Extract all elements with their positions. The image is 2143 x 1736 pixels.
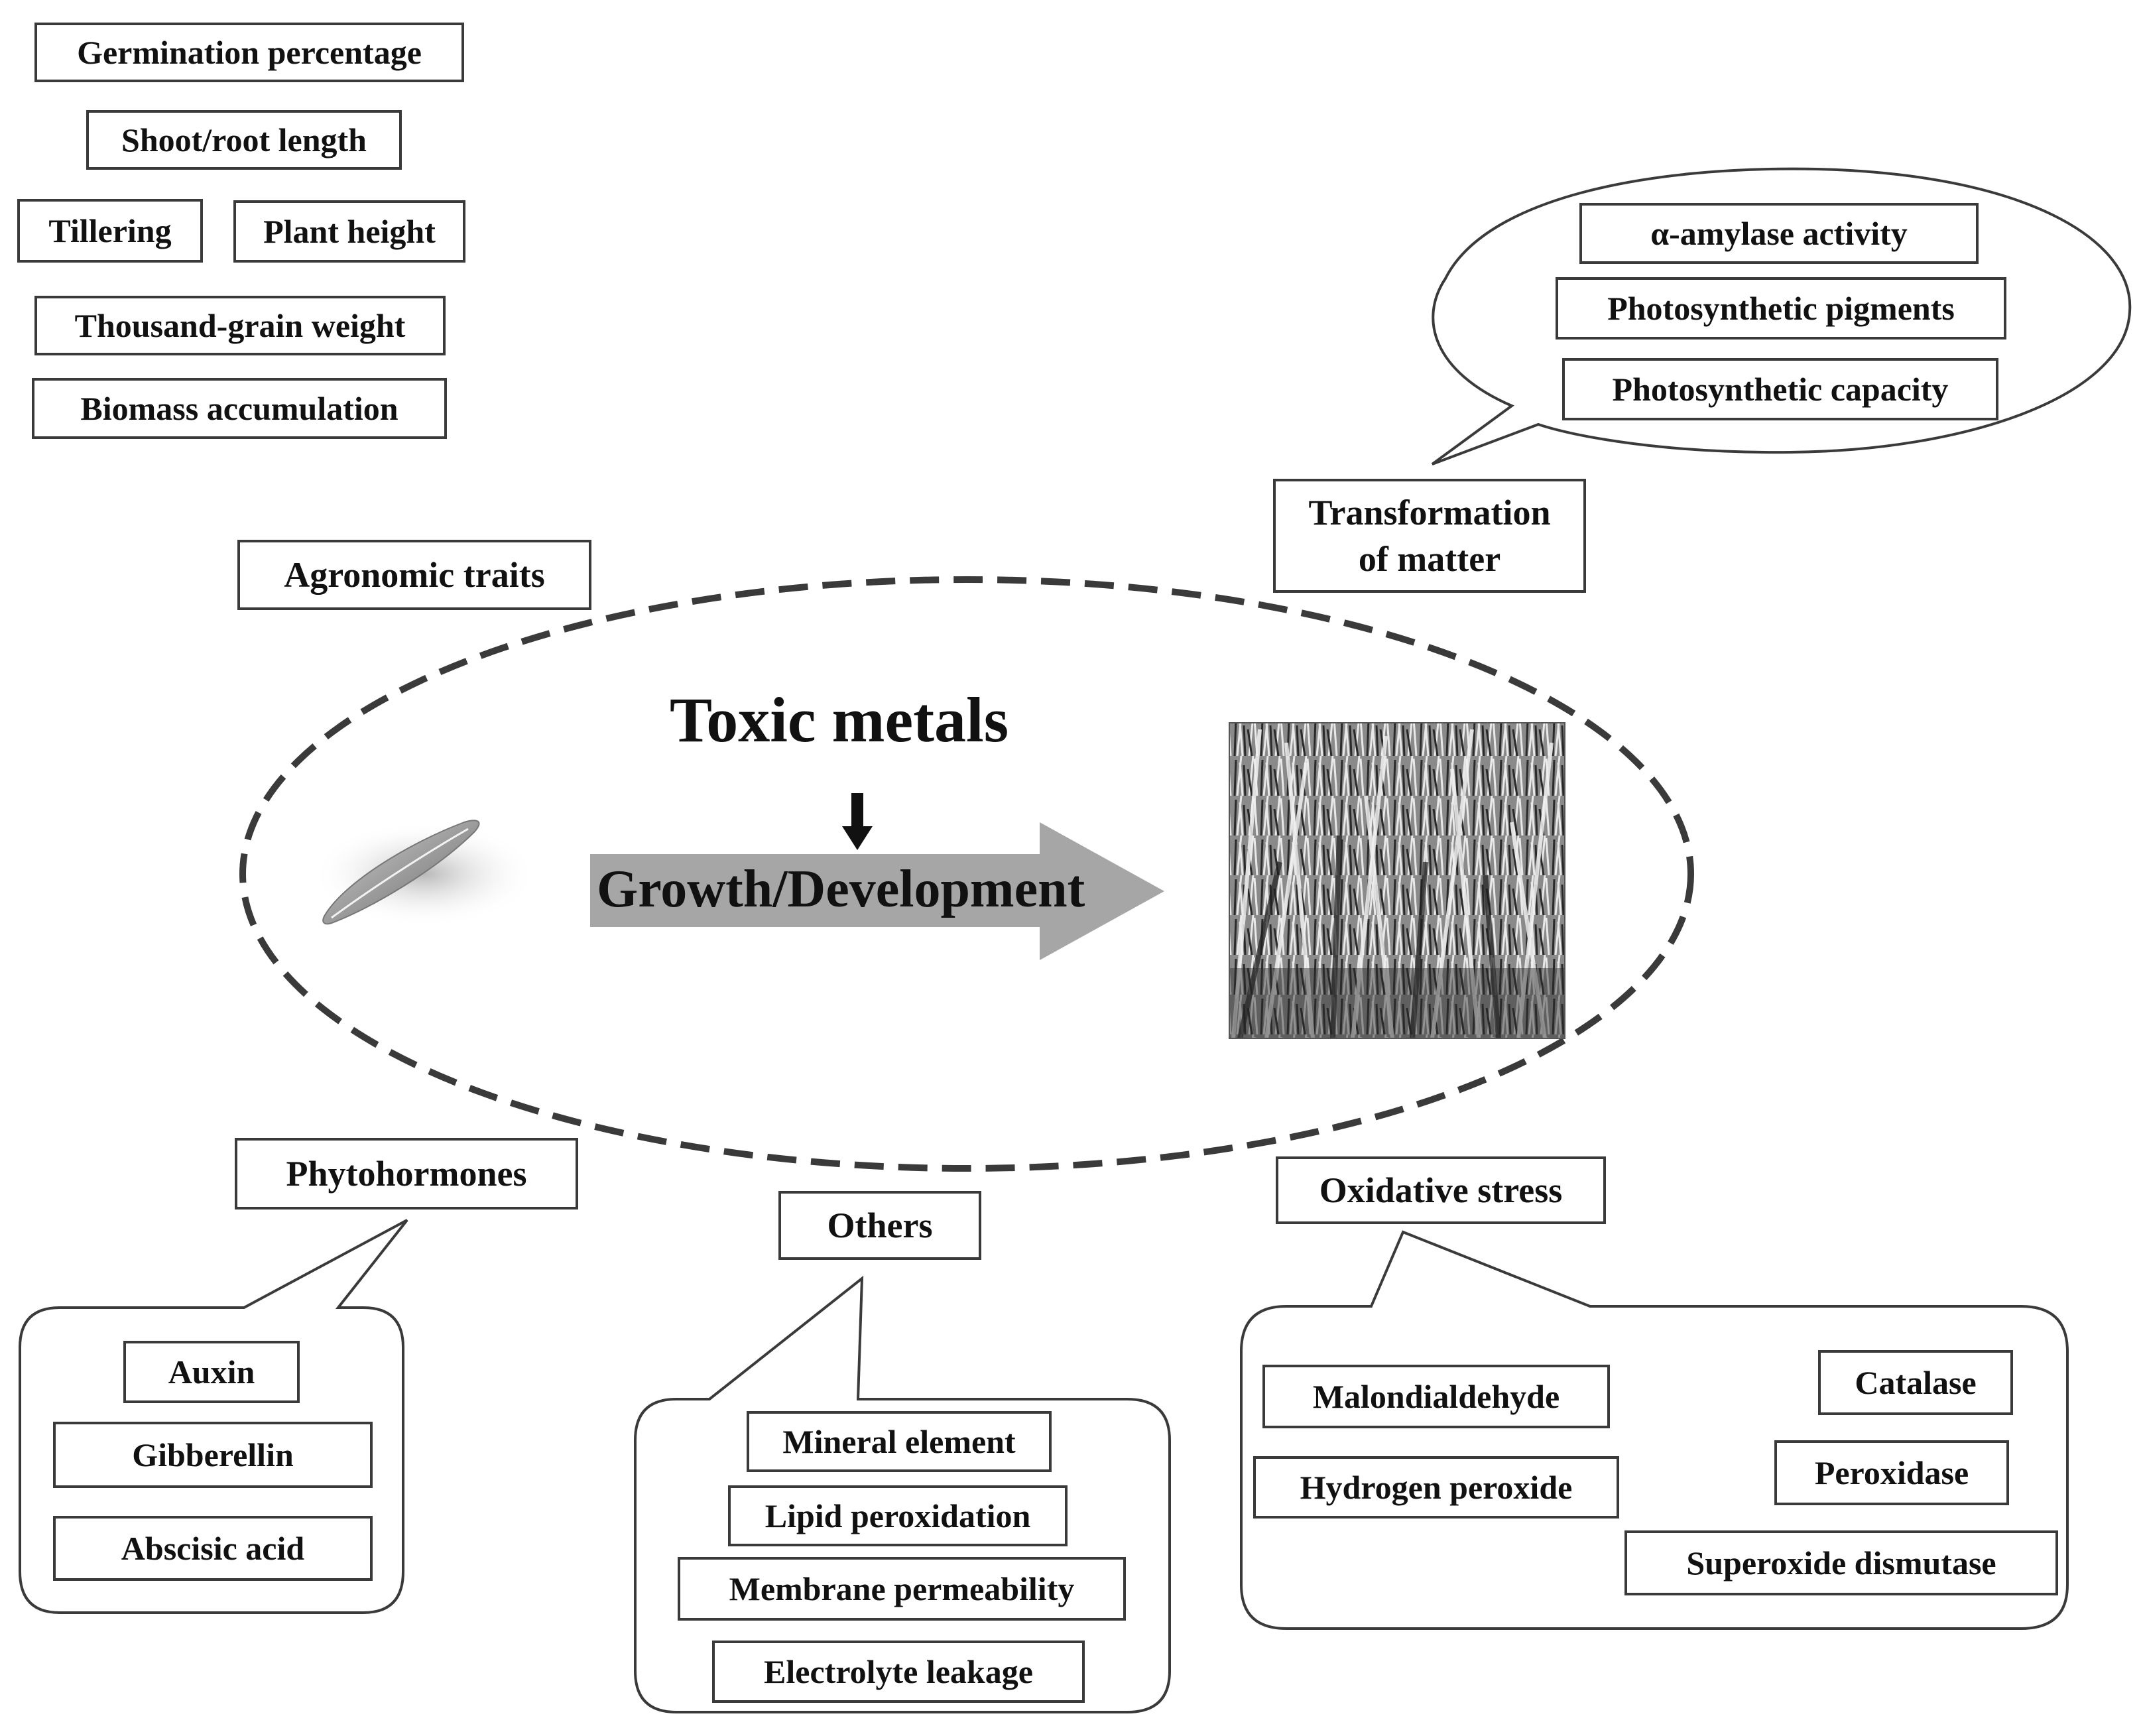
phytohormones-speech-bubble	[19, 1219, 408, 1614]
auxin-box: Auxin	[123, 1341, 300, 1403]
transformation-label-line1: Transformation	[1308, 492, 1551, 532]
agronomic-traits-box: Agronomic traits	[237, 540, 591, 610]
mineral-element-box: Mineral element	[747, 1411, 1052, 1472]
electrolyte-leakage-box: Electrolyte leakage	[712, 1641, 1085, 1703]
shoot-root-length-box: Shoot/root length	[86, 110, 402, 170]
tillering-box: Tillering	[17, 199, 203, 263]
photosynthetic-pigments-box: Photosynthetic pigments	[1556, 277, 2006, 340]
rice-seed-image	[312, 820, 537, 927]
lipid-peroxidation-box: Lipid peroxidation	[728, 1485, 1068, 1546]
transformation-label-line2: of matter	[1358, 539, 1501, 579]
gibberellin-box: Gibberellin	[53, 1422, 373, 1488]
superoxide-dismutase-box: Superoxide dismutase	[1624, 1530, 2058, 1595]
growth-development-label: Growth/Development	[597, 860, 1085, 918]
oxidative-stress-box: Oxidative stress	[1276, 1156, 1606, 1224]
biomass-accumulation-box: Biomass accumulation	[32, 378, 447, 439]
photosynthetic-capacity-box: Photosynthetic capacity	[1562, 358, 1998, 420]
abscisic-acid-box: Abscisic acid	[53, 1516, 373, 1581]
germination-percentage-box: Germination percentage	[34, 23, 464, 82]
central-dashed-ellipse	[239, 576, 1694, 1172]
oxidative-speech-bubble	[1240, 1230, 2069, 1630]
catalase-box: Catalase	[1818, 1350, 2013, 1415]
phytohormones-box: Phytohormones	[235, 1138, 578, 1209]
transformation-of-matter-box: Transformation of matter	[1273, 479, 1586, 593]
peroxidase-box: Peroxidase	[1774, 1440, 2009, 1505]
hydrogen-peroxide-box: Hydrogen peroxide	[1253, 1456, 1619, 1519]
toxic-metals-title: Toxic metals	[670, 684, 1009, 755]
others-box: Others	[778, 1191, 981, 1260]
rice-plants-photo	[1229, 722, 1565, 1039]
growth-development-arrow	[590, 822, 1164, 960]
alpha-amylase-activity-box: α-amylase activity	[1579, 203, 1979, 264]
thousand-grain-weight-box: Thousand-grain weight	[34, 296, 446, 355]
plant-height-box: Plant height	[233, 200, 465, 263]
membrane-permeability-box: Membrane permeability	[678, 1557, 1126, 1621]
down-arrow-icon	[842, 793, 873, 850]
malondialdehyde-box: Malondialdehyde	[1262, 1365, 1610, 1428]
